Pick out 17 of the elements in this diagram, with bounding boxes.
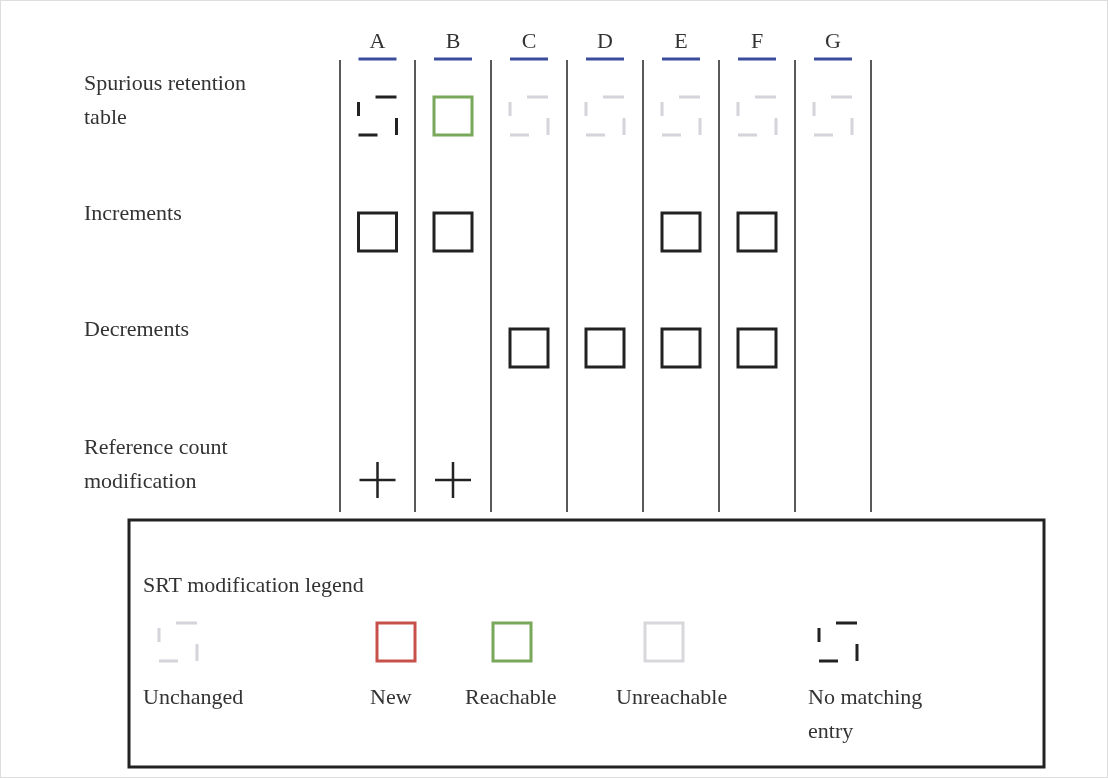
legend-label: No matching entry xyxy=(808,683,924,745)
column-header: G xyxy=(824,27,842,55)
column-header: D xyxy=(596,27,614,55)
column-header: B xyxy=(444,27,462,55)
row-label: Increments xyxy=(84,199,183,227)
legend-label: New xyxy=(370,683,413,711)
row-label: Decrements xyxy=(84,315,191,343)
row-label: Spurious retention table xyxy=(84,69,247,131)
column-header: C xyxy=(520,27,538,55)
legend-title: SRT modification legend xyxy=(143,571,365,599)
row-label: Reference count modification xyxy=(84,433,229,495)
legend-label: Unreachable xyxy=(616,683,729,711)
column-header: E xyxy=(673,27,689,55)
column-header: F xyxy=(749,27,765,55)
legend-label: Reachable xyxy=(465,683,558,711)
column-header: A xyxy=(368,27,387,55)
legend-label: Unchanged xyxy=(143,683,245,711)
